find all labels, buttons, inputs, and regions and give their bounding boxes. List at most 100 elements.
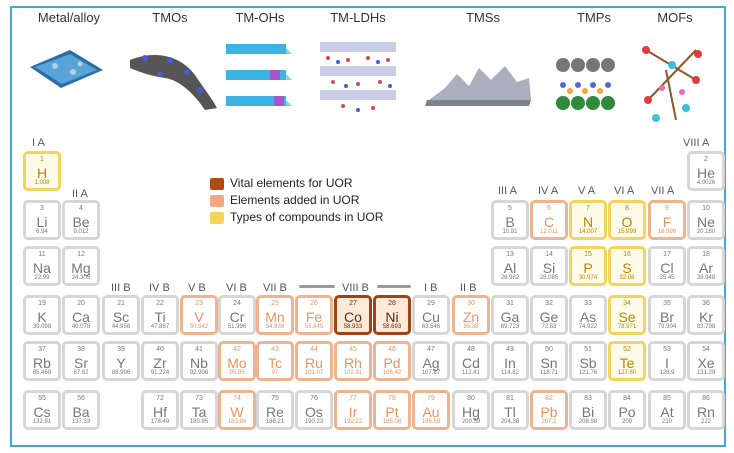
element-number: 13	[506, 251, 514, 258]
element-number: 25	[271, 300, 279, 307]
element-mass: 97	[271, 370, 279, 376]
element-number: 16	[623, 251, 631, 258]
element-number: 45	[349, 346, 357, 353]
element-number: 29	[427, 300, 435, 307]
element-number: 3	[40, 205, 44, 212]
element-symbol: N	[582, 214, 594, 230]
element-mass: 190.23	[304, 419, 324, 425]
group-label-15: V A	[578, 185, 596, 197]
element-number: 82	[545, 395, 553, 402]
element-symbol: He	[697, 165, 715, 181]
element-symbol: At	[660, 404, 674, 420]
element-mass: 209	[621, 419, 632, 425]
element-mass: 14.007	[578, 229, 598, 235]
category-label-mofs: MOFs	[657, 10, 693, 25]
element-number: 73	[195, 395, 203, 402]
element-mass: 196.59	[421, 419, 441, 425]
element-mass: 83.798	[696, 324, 716, 330]
element-mass: 9.012	[73, 229, 89, 235]
element-number: 37	[38, 346, 46, 353]
element-number: 8	[625, 205, 629, 212]
element-number: 43	[271, 346, 279, 353]
legend-swatch-types	[210, 212, 224, 224]
element-mass: 87.62	[73, 370, 89, 376]
category-label-tm-ohs: TM-OHs	[235, 10, 285, 25]
element-symbol: Ga	[500, 309, 520, 325]
element-number: 78	[388, 395, 396, 402]
element-number: 7	[586, 205, 590, 212]
category-label-tm-ldhs: TM-LDHs	[330, 10, 386, 25]
element-symbol: Mg	[71, 260, 91, 276]
element-mass: 74.922	[578, 324, 598, 330]
element-number: 34	[623, 300, 631, 307]
element-mass: 79.904	[657, 324, 677, 330]
element-mass: 200.59	[461, 419, 481, 425]
element-mass: 131.29	[696, 370, 716, 376]
element-symbol: Rh	[344, 355, 362, 371]
element-mass: 95.95	[229, 370, 245, 376]
element-mass: 121.76	[578, 370, 598, 376]
tm-ohs-illustration	[226, 44, 292, 106]
element-mass: 15.999	[617, 229, 637, 235]
element-mass: 10.81	[502, 229, 518, 235]
element-symbol: Mo	[227, 355, 247, 371]
element-number: 80	[467, 395, 475, 402]
element-number: 10	[702, 205, 710, 212]
element-symbol: Sb	[579, 355, 597, 371]
element-number: 50	[545, 346, 553, 353]
element-symbol: Na	[33, 260, 51, 276]
element-number: 23	[195, 300, 203, 307]
element-mass: 26.982	[500, 275, 520, 281]
element-symbol: Po	[618, 404, 636, 420]
element-mass: 112.41	[462, 370, 480, 376]
element-mass: 91.224	[150, 370, 170, 376]
group-label-13: III A	[498, 185, 517, 197]
element-symbol: Pd	[383, 355, 401, 371]
element-number: 1	[40, 156, 44, 163]
element-symbol: Co	[344, 309, 362, 325]
element-number: 38	[77, 346, 85, 353]
element-number: 55	[38, 395, 46, 402]
element-mass: 40.078	[71, 324, 91, 330]
element-symbol: Ti	[154, 309, 166, 325]
element-number: 36	[702, 300, 710, 307]
element-number: 86	[702, 395, 710, 402]
element-mass: 180.95	[189, 419, 209, 425]
element-mass: 192.22	[343, 419, 363, 425]
category-label-metal-alloy: Metal/alloy	[37, 10, 101, 25]
element-number: 11	[38, 251, 46, 258]
element-number: 53	[663, 346, 671, 353]
element-mass: 208.98	[578, 419, 598, 425]
element-mass: 186.21	[265, 419, 285, 425]
group-label-14: IV A	[538, 185, 559, 197]
element-mass: 39.948	[696, 275, 716, 281]
element-number: 4	[79, 205, 83, 212]
element-symbol: Cs	[33, 404, 51, 420]
element-mass: 50.942	[189, 324, 209, 330]
element-number: 27	[349, 300, 357, 307]
element-symbol: H	[36, 165, 48, 181]
